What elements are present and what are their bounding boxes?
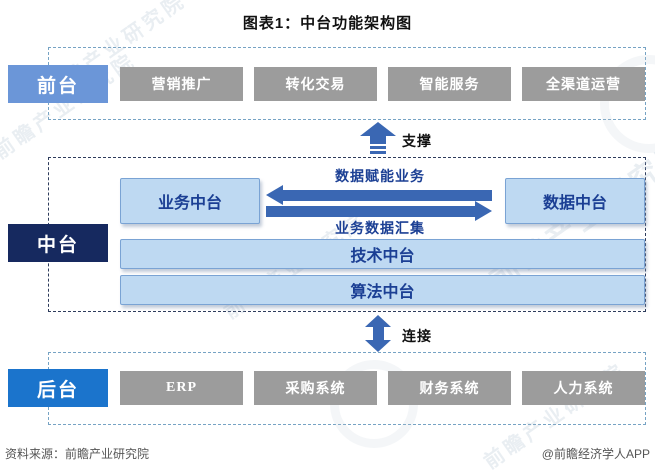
- data-empowers-business-label: 数据赋能业务: [335, 168, 425, 184]
- connect-label: 连接: [402, 328, 432, 344]
- front-items-row: 营销推广 转化交易 智能服务 全渠道运营: [120, 67, 645, 101]
- source-note: 资料来源：前瞻产业研究院: [5, 447, 150, 461]
- algorithm-middle-platform-bar: 算法中台: [120, 275, 645, 305]
- back-item-erp: ERP: [120, 371, 243, 405]
- business-middle-platform-box: 业务中台: [120, 178, 260, 224]
- back-items-row: ERP 采购系统 财务系统 人力系统: [120, 371, 645, 405]
- front-item-marketing: 营销推广: [120, 67, 243, 101]
- arrow-shaft: [266, 205, 475, 217]
- business-data-collection-label: 业务数据汇集: [335, 220, 425, 236]
- arrow-head: [365, 340, 391, 352]
- technology-middle-platform-bar: 技术中台: [120, 239, 645, 269]
- back-item-finance: 财务系统: [388, 371, 511, 405]
- arrow-head: [365, 315, 391, 327]
- back-item-procurement: 采购系统: [254, 371, 377, 405]
- left-arrow-icon: [266, 185, 492, 205]
- front-item-omnichannel: 全渠道运营: [522, 67, 645, 101]
- arrow-head: [475, 201, 492, 221]
- arrow-stripe: [370, 146, 386, 149]
- right-arrow-icon: [266, 201, 492, 221]
- support-up-arrow-icon: [360, 122, 396, 154]
- arrow-shaft: [370, 136, 386, 144]
- front-item-transaction: 转化交易: [254, 67, 377, 101]
- connect-double-arrow-icon: [365, 315, 391, 352]
- arrow-head: [360, 122, 396, 136]
- support-label: 支撑: [402, 133, 432, 149]
- data-middle-platform-box: 数据中台: [505, 178, 645, 224]
- middle-layer-label: 中台: [8, 224, 108, 262]
- arrow-stripe: [370, 151, 386, 154]
- back-item-hr: 人力系统: [522, 371, 645, 405]
- arrow-shaft: [372, 327, 384, 340]
- front-layer-label: 前台: [8, 65, 108, 103]
- front-item-smart-service: 智能服务: [388, 67, 511, 101]
- arrow-shaft: [283, 189, 492, 201]
- page-title: 图表1：中台功能架构图: [242, 15, 413, 32]
- credit-note: @前瞻经济学人APP: [541, 447, 650, 461]
- arrow-head: [266, 185, 283, 205]
- back-layer-label: 后台: [8, 369, 108, 407]
